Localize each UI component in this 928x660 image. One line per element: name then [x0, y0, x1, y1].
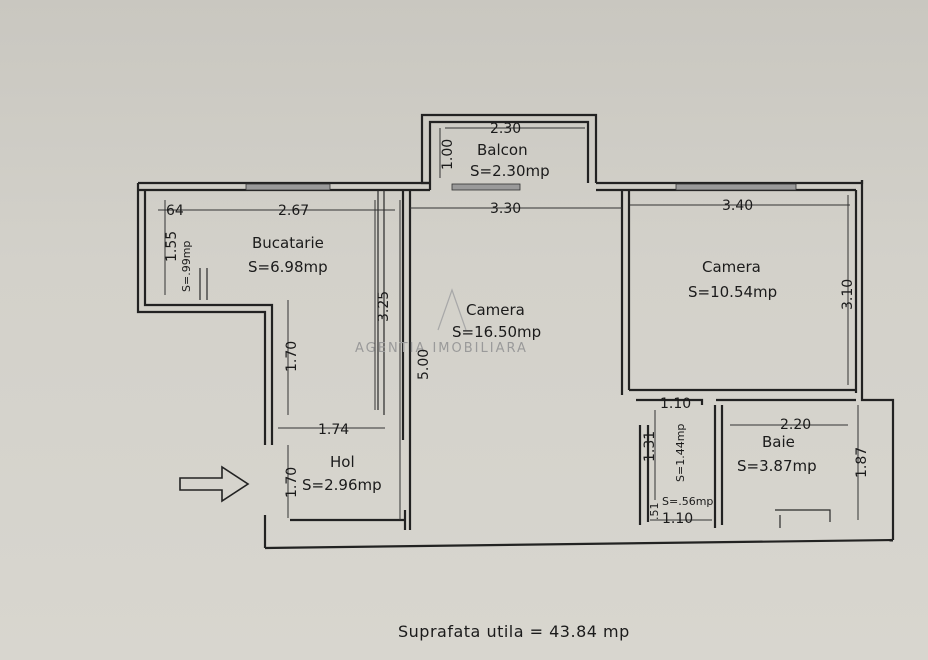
baie-name: Baie	[762, 433, 795, 451]
dim-bath-width: 2.20	[780, 417, 811, 433]
window-camera	[451, 183, 521, 191]
watermark-text: AGENTIA IMOBILIARA	[355, 341, 528, 356]
dim-hall-lower: 1.70	[284, 467, 300, 498]
outer-walls	[136, 113, 895, 550]
window-kitchen	[245, 183, 331, 191]
camera-mica-name: Camera	[702, 258, 761, 276]
dim-kitchen-depth: 3.25	[376, 291, 392, 322]
dim-kitchen-width: 2.67	[278, 203, 309, 219]
dim-155: 1.55	[164, 231, 180, 262]
dim-hall-width: 1.74	[318, 422, 349, 438]
dim-hall-upper: 1.70	[284, 341, 300, 372]
dim-balcon-depth: 1.00	[440, 139, 456, 170]
dim-64: 64	[166, 203, 184, 219]
balcon-name: Balcon	[477, 141, 528, 159]
dim-camera-small-width: 3.40	[722, 198, 753, 214]
baie-area: S=3.87mp	[737, 457, 817, 475]
dimension-lines	[158, 127, 859, 521]
dim-110-top: 1.10	[660, 396, 691, 412]
camera-mare-name: Camera	[466, 301, 525, 319]
debara-area: S=1.44mp	[674, 424, 687, 482]
camara-area: S=.99mp	[180, 241, 193, 292]
dim-camera-depth: 5.00	[416, 349, 432, 380]
dim-110-bottom: 1.10	[662, 511, 693, 527]
dim-camera-small-depth: 3.10	[840, 279, 856, 310]
entrance-arrow-icon	[179, 465, 250, 503]
usable-area-total: Suprafata utila = 43.84 mp	[398, 622, 630, 641]
bucatarie-area: S=6.98mp	[248, 258, 328, 276]
dim-51: .51	[648, 503, 661, 521]
mini-area: S=.56mp	[662, 495, 713, 508]
balcon-area: S=2.30mp	[470, 162, 550, 180]
watermark-logo-icon	[437, 288, 467, 331]
dim-bath-depth: 1.87	[854, 447, 870, 478]
bucatarie-name: Bucatarie	[252, 234, 324, 252]
dim-131: 1.31	[642, 431, 658, 462]
hol-name: Hol	[330, 453, 355, 471]
camera-mare-area: S=16.50mp	[452, 323, 541, 341]
window-camera-small	[675, 183, 797, 191]
hol-area: S=2.96mp	[302, 476, 382, 494]
dim-balcon-width: 2.30	[490, 121, 521, 137]
dim-camera-width: 3.30	[490, 201, 521, 217]
camera-mica-area: S=10.54mp	[688, 283, 777, 301]
